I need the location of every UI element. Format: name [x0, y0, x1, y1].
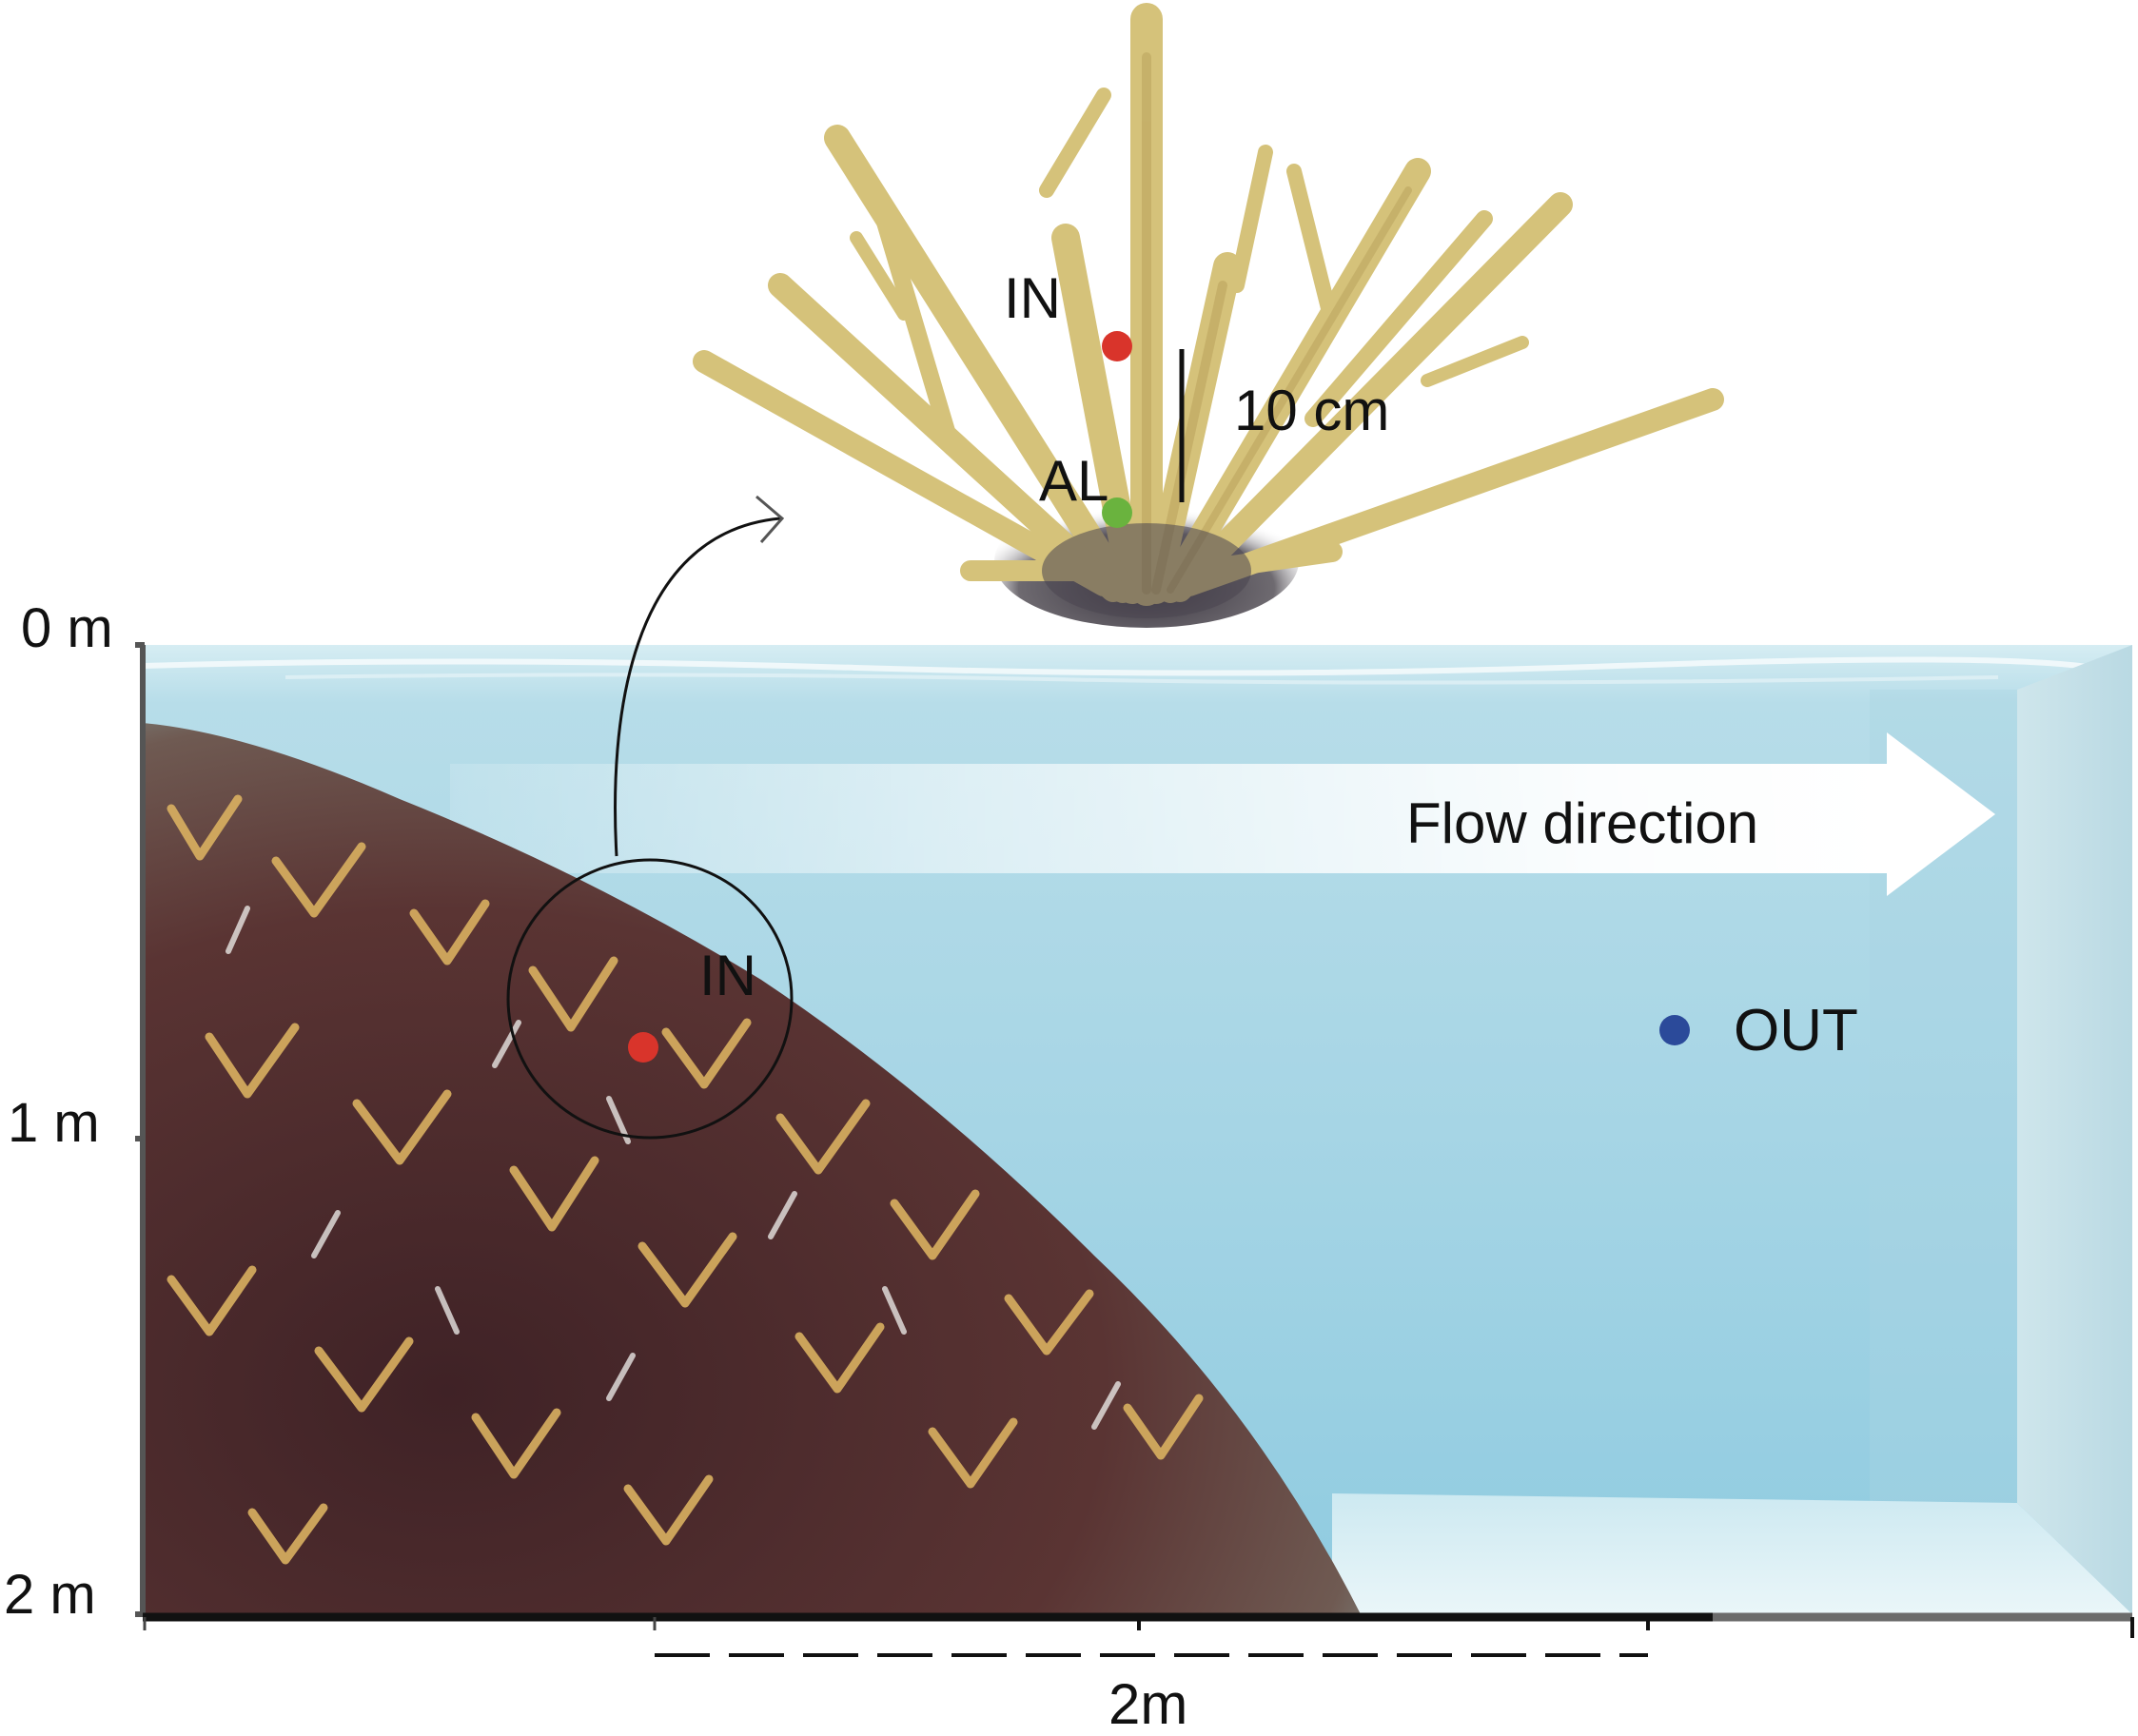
out-dot [1659, 1015, 1690, 1045]
in-reef-dot [628, 1032, 658, 1063]
zoom-circle [506, 858, 794, 1140]
out-label: OUT [1734, 998, 1858, 1063]
reef-mound [143, 723, 1361, 1614]
callout-arrow [614, 495, 785, 857]
depth-axis [135, 642, 146, 1617]
width-axis [143, 1612, 2134, 1657]
colony-al-label: AL [1039, 449, 1109, 513]
depth-label-0m: 0 m [21, 597, 113, 659]
in-reef-label: IN [699, 944, 756, 1007]
width-axis-label: 2m [1108, 1672, 1188, 1736]
flow-direction-label: Flow direction [1406, 791, 1759, 855]
depth-label-1m: 1 m [8, 1092, 100, 1154]
colony-al-dot [1102, 497, 1132, 528]
colony-in-dot [1102, 331, 1132, 361]
flow-arrow [450, 732, 1995, 896]
depth-label-2m: 2 m [4, 1564, 96, 1626]
scale-bar-label: 10 cm [1234, 379, 1390, 442]
tank-side-wall [2017, 645, 2132, 1614]
colony-in-label: IN [1004, 266, 1061, 330]
sand-floor [1332, 1493, 2132, 1614]
coral-colony [693, 3, 1724, 628]
